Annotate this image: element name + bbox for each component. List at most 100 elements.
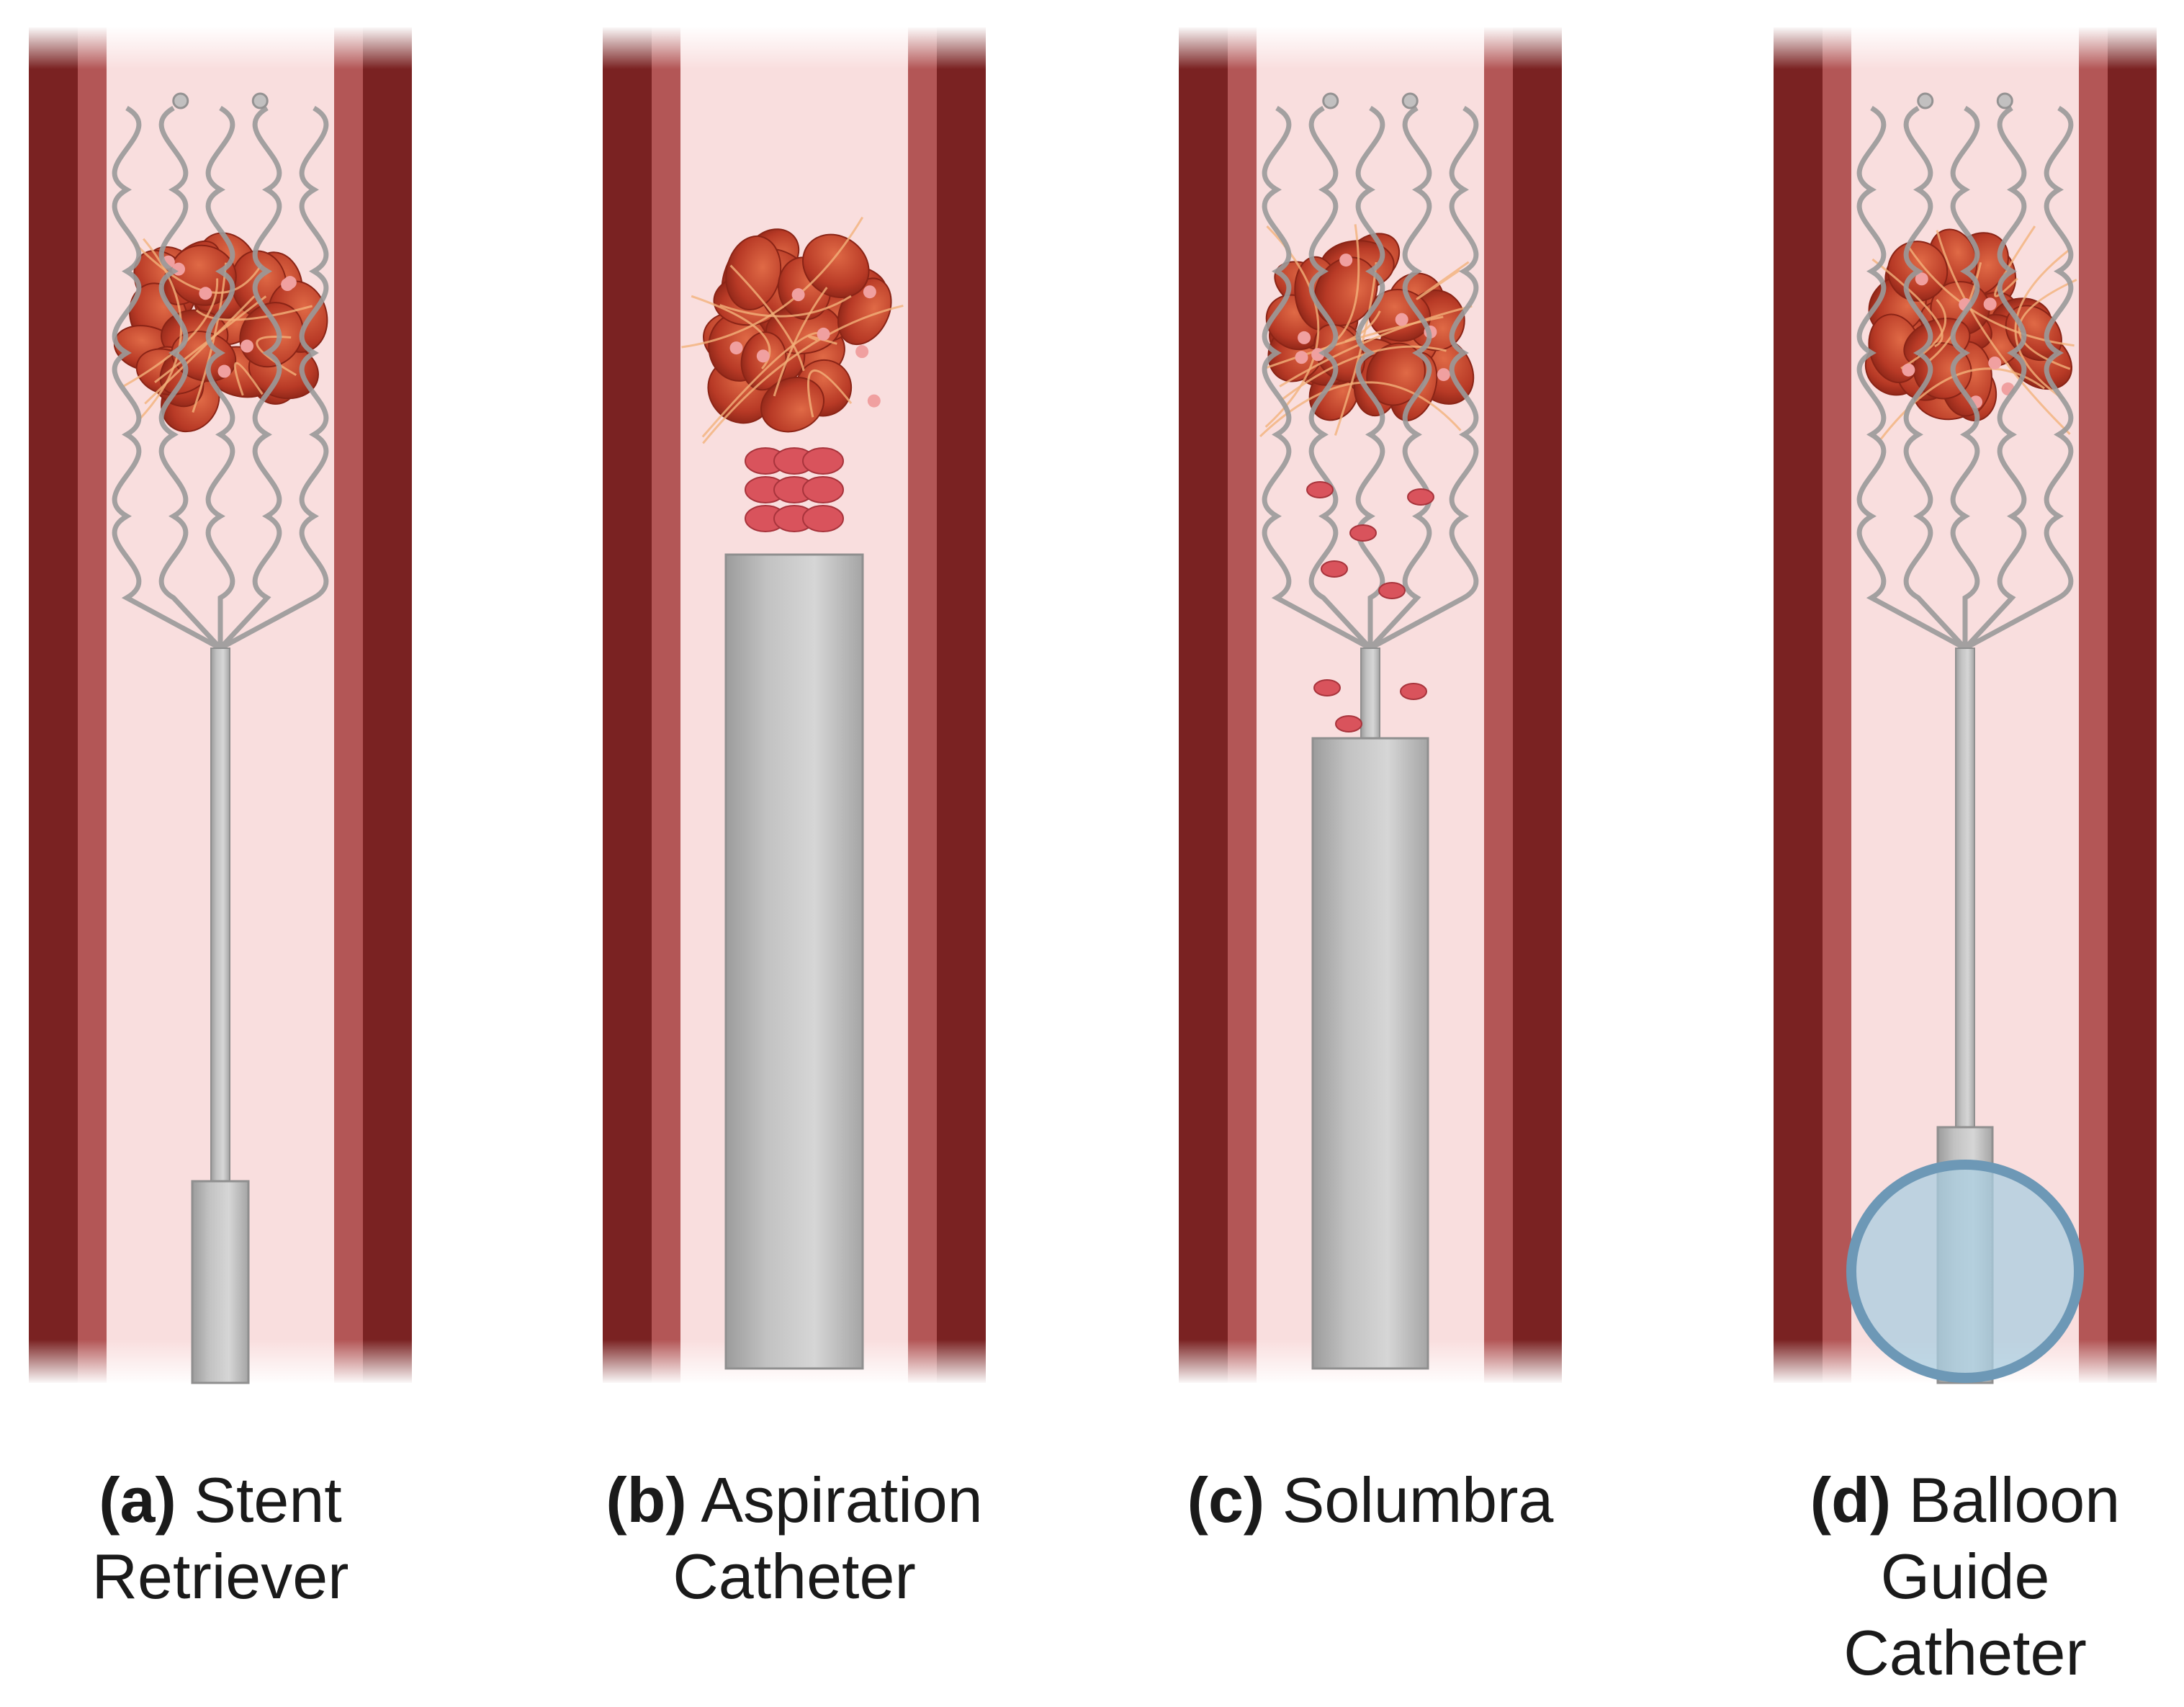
vessel-wall-inner-left: [652, 27, 680, 1383]
stent-marker: [172, 92, 189, 109]
stent-strut: [1368, 105, 1432, 650]
vessel-wall-outer-right: [2108, 27, 2157, 1383]
platelet: [791, 288, 805, 302]
platelet: [1437, 368, 1450, 382]
fibrin-strand: [1900, 299, 1947, 369]
panel-solumbra: [1177, 26, 1563, 1384]
fibrin-strand: [154, 295, 267, 384]
stent-strut: [1369, 105, 1479, 651]
stent-mesh: [1262, 92, 1479, 651]
fibrin-strand: [1936, 230, 2071, 435]
red-blood-cell: [801, 233, 870, 298]
caption-line: Catheter: [542, 1538, 1046, 1615]
platelet: [281, 278, 295, 292]
embolus-cell: [1306, 481, 1334, 498]
fibrin-strand: [139, 238, 183, 419]
stent-strut: [1950, 105, 1980, 648]
stent-strut: [1262, 105, 1372, 651]
stent-strut: [1856, 105, 1967, 651]
platelet: [817, 327, 830, 341]
platelet: [1902, 363, 1915, 377]
caption-text: Retriever: [91, 1541, 349, 1612]
vessel-fade-top: [601, 26, 987, 69]
fibrin-strand: [701, 331, 819, 438]
caption-text: Solumbra: [1282, 1464, 1554, 1536]
stent-strut: [205, 105, 235, 648]
embolus-cell: [1349, 524, 1377, 542]
panel-aspiration-catheter: [601, 26, 987, 1384]
caption-text: Balloon: [1908, 1464, 2121, 1536]
thrombus-clot: [1864, 225, 2077, 440]
fibrin-strand: [195, 305, 313, 321]
platelet: [729, 341, 743, 355]
panel-balloon-guide-catheter: [1772, 26, 2158, 1384]
caption-line: Retriever: [0, 1538, 472, 1615]
fibrin-strand: [808, 335, 837, 345]
occlusion-balloon: [1846, 1160, 2084, 1383]
thrombus-clot: [113, 232, 328, 433]
vessel-fade-top: [27, 26, 413, 69]
panel-letter: (c): [1187, 1464, 1265, 1536]
stent-strut: [218, 105, 282, 650]
stent-marker: [1322, 92, 1339, 109]
aspirated-cell: [802, 476, 844, 503]
aspiration-catheter-tube: [1311, 737, 1429, 1370]
stent-strut: [1964, 105, 2074, 651]
platelet: [1298, 331, 1311, 344]
vessel-fade-top: [1177, 26, 1563, 69]
vessel-wall-inner-right: [334, 27, 363, 1383]
embolus-cell: [1400, 683, 1427, 700]
vessel-wall-inner-right: [908, 27, 937, 1383]
stent-strut: [1903, 105, 1967, 650]
platelet: [1311, 348, 1325, 362]
aspirated-cell: [802, 447, 844, 475]
fibrin-strand: [807, 369, 853, 418]
vessel-wall-inner-left: [1228, 27, 1257, 1383]
platelet: [1915, 272, 1928, 286]
platelet: [867, 394, 881, 408]
caption-text: Aspiration: [701, 1464, 983, 1536]
caption-line: (d) Balloon: [1713, 1462, 2184, 1538]
platelet: [756, 349, 770, 363]
platelet: [863, 285, 876, 299]
platelet: [217, 364, 231, 378]
panel-letter: (b): [606, 1464, 687, 1536]
stent-mesh: [112, 92, 329, 651]
fibrin-strand: [702, 305, 904, 444]
aspiration-catheter-tube: [724, 553, 864, 1370]
delivery-wire: [210, 648, 230, 1189]
vessel-wall-outer-right: [363, 27, 412, 1383]
vessel-wall-outer-left: [603, 27, 652, 1383]
platelet: [1395, 313, 1408, 326]
fibrin-strand: [1279, 305, 1473, 387]
caption-line: (b) Aspiration: [542, 1462, 1046, 1538]
stent-strut: [158, 105, 223, 650]
fibrin-strand: [719, 295, 852, 318]
thrombus-clot: [681, 216, 904, 444]
stent-strut: [219, 105, 329, 651]
delivery-wire: [1360, 648, 1380, 743]
embolus-cell: [1335, 715, 1362, 732]
fibrin-strand: [729, 264, 805, 372]
panel-stent-retriever: [27, 26, 413, 1384]
caption-text: Catheter: [1843, 1617, 2087, 1688]
platelet: [241, 339, 254, 353]
vessel-wall-outer-right: [937, 27, 986, 1383]
stent-strut: [112, 105, 222, 651]
platelet: [1983, 297, 1997, 311]
vessel-fade-top: [1772, 26, 2158, 69]
stent-strut: [1308, 105, 1372, 650]
stent-marker: [1917, 92, 1934, 109]
embolus-cell: [1321, 560, 1348, 578]
platelet: [1988, 356, 2002, 369]
caption-line: Guide: [1713, 1538, 2184, 1615]
clot-tail: [745, 447, 844, 532]
fibrin-strand: [1871, 258, 1943, 348]
stent-strut: [1963, 105, 2027, 650]
fibrin-strand: [122, 278, 219, 387]
vessel-wall-inner-left: [1823, 27, 1851, 1383]
caption-text: Stent: [194, 1464, 342, 1536]
